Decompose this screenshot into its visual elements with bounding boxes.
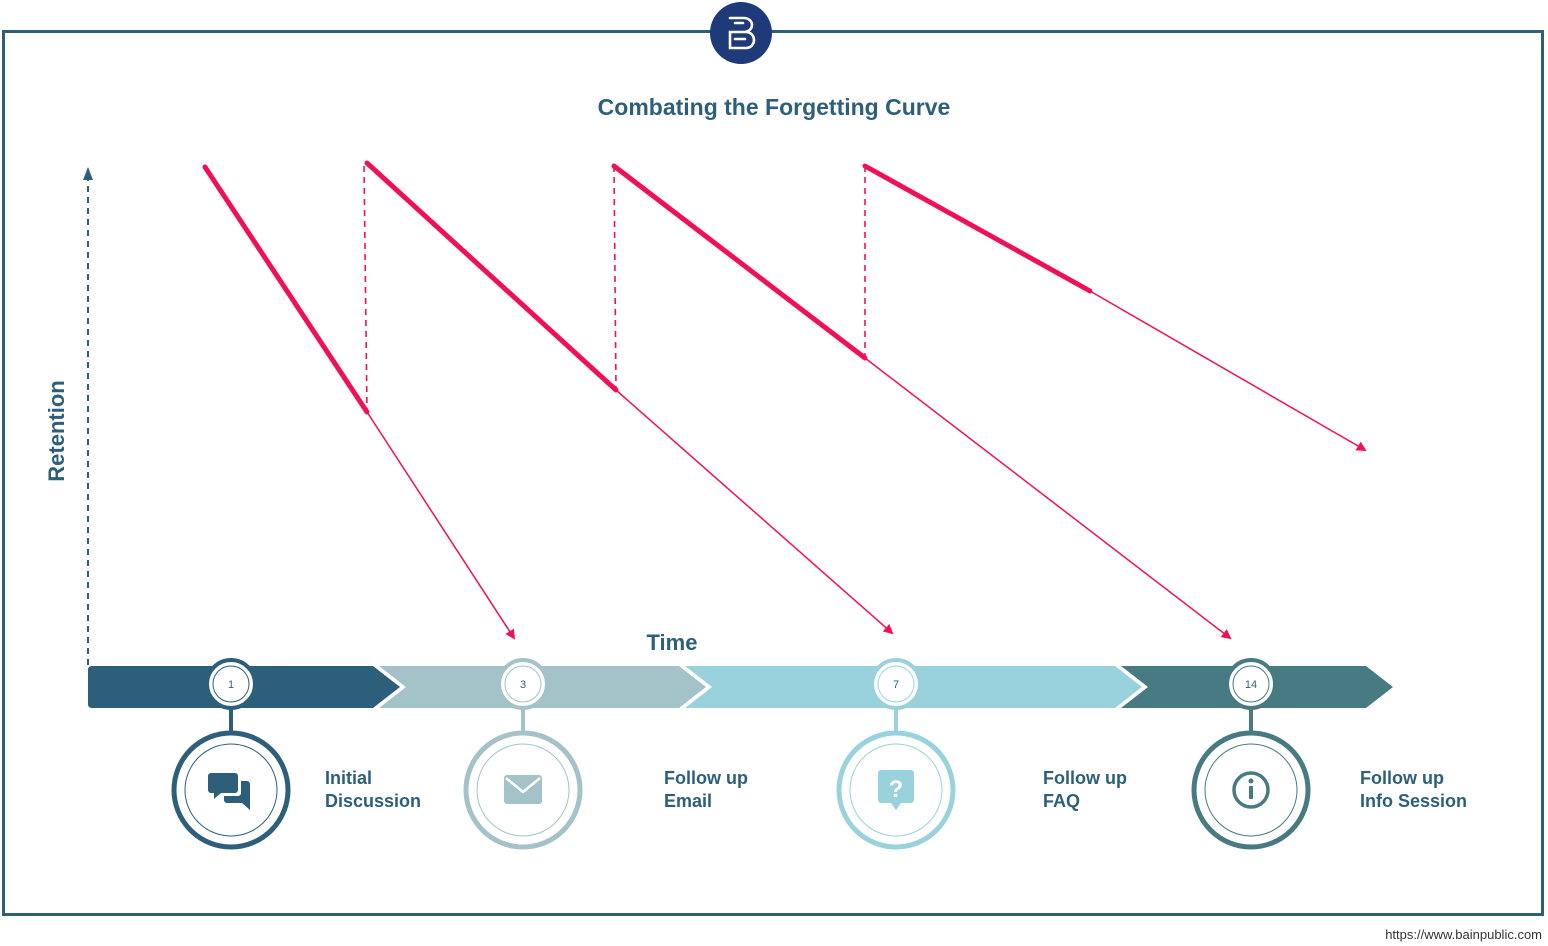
milestone-4: 14 <box>1191 658 1311 850</box>
milestone-1-label: Initial Discussion <box>325 768 422 811</box>
curve-1-thick <box>202 164 370 415</box>
diagram-frame <box>2 30 1544 916</box>
milestone-1-day: 1 <box>228 679 234 691</box>
brand-logo <box>710 2 772 64</box>
curve-2-projection <box>615 389 894 635</box>
footer-url: https://www.bainpublic.com <box>1385 927 1542 942</box>
milestone-3-label: Follow up FAQ <box>1043 768 1127 811</box>
milestone-3: 7 ? <box>836 658 956 850</box>
envelope-icon <box>504 775 542 804</box>
review-boost-2 <box>613 165 617 391</box>
curve-2-thick <box>364 160 619 393</box>
svg-text:?: ? <box>889 776 904 803</box>
question-icon: ? <box>878 770 914 810</box>
retention-axis-arrow-icon <box>83 167 93 180</box>
milestone-2-day: 3 <box>520 679 526 691</box>
milestone-4-label: Follow up Info Session <box>1360 768 1468 811</box>
chat-icon <box>208 773 250 810</box>
logo-mark-icon <box>728 16 756 50</box>
curve-1-projection <box>366 411 516 640</box>
review-boost-1 <box>363 165 368 413</box>
milestone-1: 1 <box>171 658 291 850</box>
curve-4-thick <box>862 163 1093 294</box>
curve-4-projection <box>1089 290 1367 452</box>
milestone-3-day: 7 <box>893 679 899 691</box>
info-icon <box>1232 771 1270 809</box>
milestone-2-label: Follow up Email <box>664 768 748 811</box>
milestone-2: 3 <box>463 658 583 850</box>
x-axis-label: Time <box>646 630 698 655</box>
diagram-title: Combating the Forgetting Curve <box>597 94 951 120</box>
curve-3-thick <box>611 163 868 361</box>
milestone-4-day: 14 <box>1245 679 1257 691</box>
curve-3-projection <box>864 357 1232 640</box>
